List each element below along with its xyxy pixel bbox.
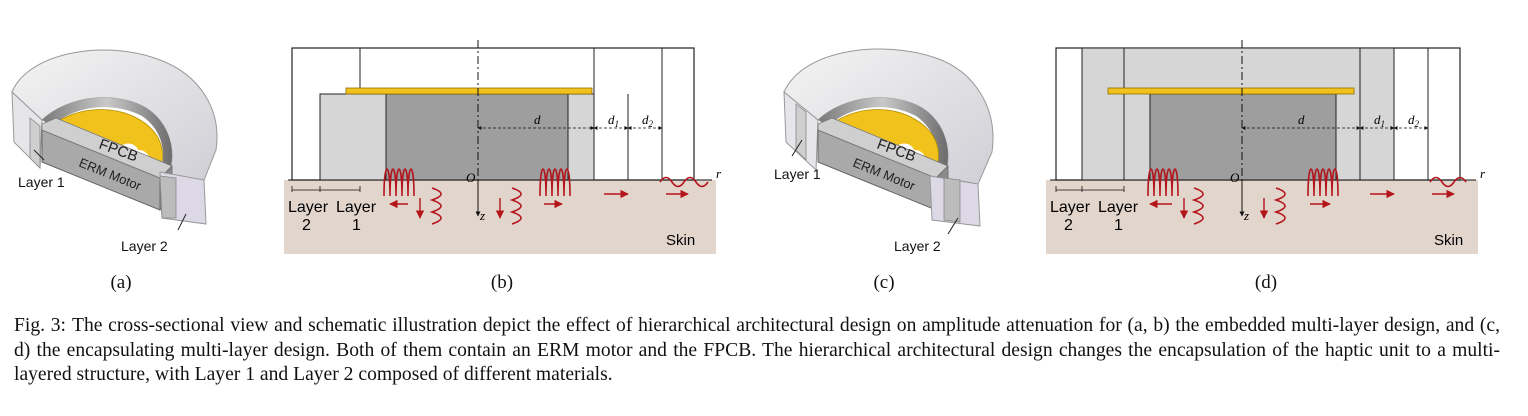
skin-label: Skin xyxy=(666,232,695,249)
layer2-num: 2 xyxy=(302,217,311,234)
axis-z-label: z xyxy=(1243,208,1249,223)
subfigure-label-a: (a) xyxy=(110,272,132,293)
axis-r-label: r xyxy=(716,166,722,181)
origin-label: O xyxy=(466,170,476,185)
panel-c-illustration: FPCB ERM Motor Layer 1 Layer 2 xyxy=(774,48,994,254)
dim-d: d xyxy=(1298,112,1305,127)
vibration-waves xyxy=(383,168,709,225)
layer1-label: Layer xyxy=(1098,199,1139,216)
origin-label: O xyxy=(1230,170,1240,185)
subfigure-label-c: (c) xyxy=(873,272,895,293)
vibration-waves xyxy=(1147,168,1467,225)
subfigure-label-b: (b) xyxy=(490,272,514,293)
layer2-label: Layer 2 xyxy=(121,238,168,254)
subfigure-label-d: (d) xyxy=(1254,272,1278,293)
layer1-label: Layer 1 xyxy=(774,166,821,182)
panel-b-schematic: d d1 d2 O r z Layer 2 Layer 1 Skin xyxy=(284,40,722,254)
layer1-label: Layer 1 xyxy=(18,174,65,190)
dim-d2: d2 xyxy=(642,112,654,129)
layer2-label: Layer xyxy=(1050,199,1091,216)
figure-3: FPCB ERM Motor Layer 1 Layer 2 d d1 d2 O… xyxy=(11,40,1486,254)
layer1-num: 1 xyxy=(1114,217,1123,234)
propagation-arrows xyxy=(1149,189,1455,219)
axis-r-label: r xyxy=(1480,166,1486,181)
dim-d1: d1 xyxy=(608,112,619,129)
layer1-label: Layer xyxy=(336,199,377,216)
layer2-num: 2 xyxy=(1064,217,1073,234)
axis-z-label: z xyxy=(479,208,485,223)
layer2-label: Layer xyxy=(288,199,329,216)
layer1-num: 1 xyxy=(352,217,361,234)
panel-a-illustration: FPCB ERM Motor Layer 1 Layer 2 xyxy=(11,49,218,254)
dim-d1: d1 xyxy=(1374,112,1385,129)
panel-d-schematic: d d1 d2 O r z Layer 2 Layer 1 Skin xyxy=(1046,40,1486,254)
propagation-arrows xyxy=(389,189,689,219)
dim-d2: d2 xyxy=(1408,112,1420,129)
layer2-label: Layer 2 xyxy=(894,238,941,254)
caption-text: The cross-sectional view and schematic i… xyxy=(14,315,1500,385)
skin-label: Skin xyxy=(1434,232,1463,249)
dim-d: d xyxy=(534,112,541,127)
figure-caption: Fig. 3:The cross-sectional view and sche… xyxy=(14,314,1500,388)
caption-label: Fig. 3: xyxy=(14,315,66,336)
